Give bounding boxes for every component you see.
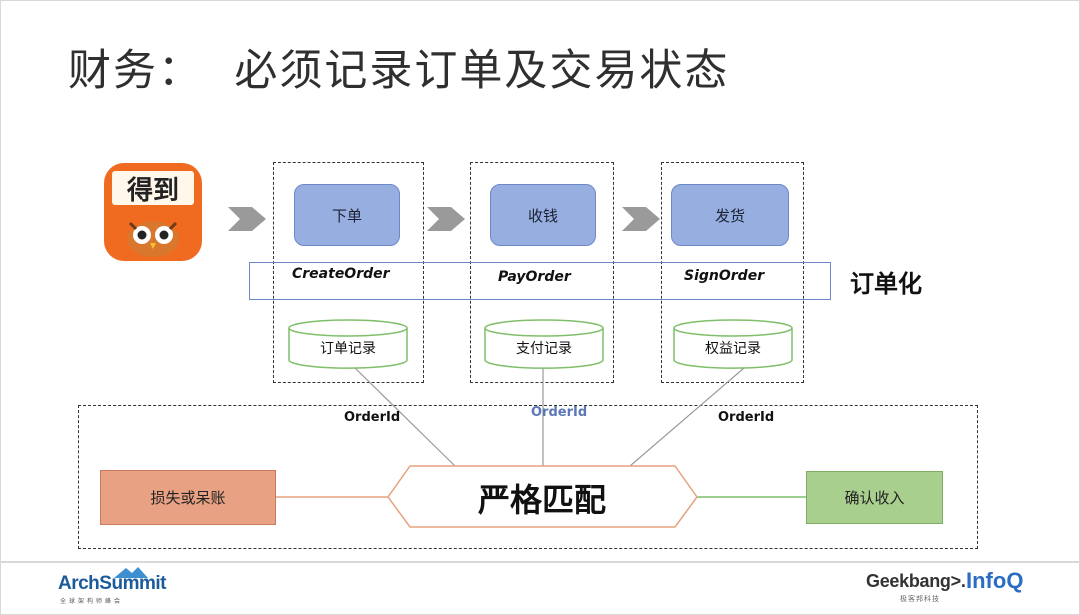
app-icon-label: 得到 — [112, 171, 194, 206]
footer-divider — [0, 561, 1080, 563]
step-column-create — [273, 162, 424, 383]
band-label: 订单化 — [850, 270, 922, 298]
step-box-sign: 发货 — [671, 184, 789, 246]
op-label-create: CreateOrder — [292, 266, 390, 282]
record-label-pay: 支付记录 — [516, 341, 572, 357]
order-id-label: OrderId — [531, 405, 588, 420]
owl-icon — [127, 221, 179, 257]
step-column-sign — [661, 162, 804, 383]
database-cylinder-icon — [288, 319, 408, 369]
slide-title: 财务： 必须记录订单及交易状态 — [68, 46, 730, 96]
order-id-label: OrderId — [344, 410, 401, 425]
dedao-app-icon: 得到 — [104, 163, 202, 261]
archsummit-text: ArchSummit — [58, 573, 166, 594]
match-frame — [78, 405, 978, 549]
step-box-create: 下单 — [294, 184, 400, 246]
strict-match-label: 严格匹配 — [477, 481, 606, 519]
archsummit-logo: ArchSummit 全球架构师峰会 — [58, 566, 166, 606]
order-id-label: OrderId — [718, 410, 775, 425]
archsummit-subtext: 全球架构师峰会 — [60, 598, 124, 605]
step-box-pay: 收钱 — [490, 184, 596, 246]
database-cylinder-icon — [673, 319, 793, 369]
op-label-sign: SignOrder — [684, 268, 765, 284]
step-column-pay — [470, 162, 614, 383]
order-band — [249, 262, 831, 300]
mountain-icon — [114, 567, 148, 578]
record-label-order: 订单记录 — [320, 341, 376, 357]
confirm-revenue-box: 确认收入 — [806, 471, 943, 524]
geekbang-logo: Geekbang>. — [866, 571, 966, 591]
geekbang-subtext: 极客邦科技 — [900, 595, 940, 603]
chevron-arrow-icon — [228, 207, 266, 231]
chevron-arrow-icon — [622, 207, 660, 231]
database-cylinder-icon — [484, 319, 604, 369]
loss-box: 损失或呆账 — [100, 470, 276, 525]
infoq-logo: InfoQ — [966, 568, 1024, 593]
record-label-rights: 权益记录 — [705, 341, 761, 357]
chevron-arrow-icon — [427, 207, 465, 231]
op-label-pay: PayOrder — [498, 269, 571, 285]
